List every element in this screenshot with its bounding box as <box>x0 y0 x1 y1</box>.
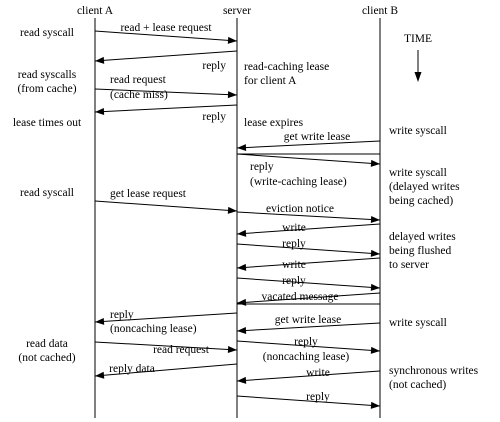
message-arrowhead-8 <box>370 216 380 223</box>
note-read-caching-lease: read-caching lease <box>244 61 329 73</box>
message-label-9: write <box>282 222 306 234</box>
event-a-read-syscalls: read syscalls <box>18 69 77 81</box>
message-arrowhead-16 <box>227 345 237 353</box>
message-arrowhead-7 <box>227 206 237 214</box>
event-b-delayed-writes: (delayed writes <box>389 181 460 193</box>
message-arrowhead-5 <box>237 144 247 152</box>
message-label-7: get lease request <box>110 188 187 200</box>
message-arrow-9 <box>236 223 381 235</box>
message-arrow-18 <box>94 363 238 377</box>
participant-server: server <box>223 5 251 17</box>
event-a-read-data: read data <box>26 338 68 350</box>
event-a-from-cache: (from cache) <box>17 83 76 95</box>
message-arrow-3 <box>94 88 238 96</box>
message-arrowhead-20 <box>370 401 380 409</box>
message-arrow-12 <box>236 277 381 289</box>
message-arrowhead-18 <box>95 371 105 379</box>
message-label-8: eviction notice <box>266 203 334 215</box>
message-arrowhead-14 <box>95 317 105 325</box>
message-arrowhead-9 <box>237 229 247 237</box>
message-label-12: reply <box>282 275 306 287</box>
message-arrow-7 <box>94 200 238 212</box>
participant-client-b: client B <box>362 5 398 17</box>
message-arrow-8 <box>236 211 381 221</box>
message-arrow-14 <box>94 312 238 323</box>
time-arrow-head <box>414 72 422 82</box>
message-arrowhead-11 <box>237 263 247 271</box>
message-arrowhead-2 <box>95 56 105 64</box>
message-arrowhead-4 <box>95 108 105 116</box>
message-arrowhead-12 <box>370 283 380 291</box>
event-a-read-syscall-2: read syscall <box>20 187 74 199</box>
participant-client-a: client A <box>77 5 114 17</box>
message-arrow-13 <box>236 292 381 304</box>
message-label-17-line-2: (noncaching lease) <box>263 351 350 363</box>
message-label-6-line-2: (write-caching lease) <box>250 176 347 188</box>
message-arrow-15 <box>236 322 381 332</box>
event-b-write-syscall: write syscall <box>389 125 447 137</box>
message-arrow-5 <box>236 140 381 149</box>
message-label-19: write <box>306 367 330 379</box>
message-arrow-16 <box>94 341 238 351</box>
note-for-client-a: for client A <box>244 75 297 87</box>
event-b-write-syscall-3: write syscall <box>389 317 447 329</box>
message-label-14-line-2: (noncaching lease) <box>110 323 197 335</box>
event-a-read-syscall: read syscall <box>20 27 74 39</box>
event-a-not-cached: (not cached) <box>18 352 75 364</box>
event-b-synchronous-writes: synchronous writes <box>389 365 479 377</box>
message-arrow-19 <box>236 370 381 382</box>
message-label-13: vacated message <box>262 291 339 303</box>
message-label-18: reply data <box>109 363 155 375</box>
message-label-1: read + lease request <box>120 22 212 34</box>
message-arrow-2 <box>94 50 238 62</box>
message-arrowhead-17 <box>370 346 380 354</box>
message-arrowhead-6 <box>370 159 380 167</box>
message-arrow-1 <box>94 30 238 42</box>
message-arrowhead-13 <box>237 298 247 306</box>
message-arrow-20 <box>236 395 381 407</box>
message-label-16: read request <box>153 344 210 356</box>
message-arrow-4 <box>94 104 238 113</box>
message-label-20: reply <box>306 391 330 403</box>
event-a-lease-times-out: lease times out <box>13 117 82 129</box>
event-b-not-cached: (not cached) <box>389 379 446 391</box>
message-label-14: reply <box>110 309 134 321</box>
event-b-being-cached: being cached) <box>389 195 453 207</box>
message-arrow-6 <box>236 153 381 165</box>
message-label-10: reply <box>282 238 306 250</box>
note-lease-expires: lease expires <box>244 117 304 129</box>
event-b-delayed-writes-2: delayed writes <box>389 231 456 243</box>
message-label-3-line-2: (cache miss) <box>110 89 168 101</box>
message-arrow-10 <box>236 243 381 255</box>
event-b-to-server: to server <box>389 259 429 271</box>
message-label-5: get write lease <box>284 131 350 143</box>
message-label-4: reply <box>202 111 226 123</box>
message-arrowhead-3 <box>227 91 237 99</box>
message-label-11: write <box>282 259 306 271</box>
message-arrowhead-15 <box>237 327 247 334</box>
event-b-write-syscall-2: write syscall <box>389 167 447 179</box>
message-label-6: reply <box>250 161 274 173</box>
message-arrowhead-19 <box>237 376 247 384</box>
message-arrowhead-10 <box>370 249 380 257</box>
message-arrowhead-1 <box>227 36 237 44</box>
time-label: TIME <box>404 33 432 45</box>
message-label-17: reply <box>294 336 318 348</box>
event-b-being-flushed: being flushed <box>389 245 452 257</box>
message-arrow-11 <box>236 257 381 269</box>
message-label-15: get write lease <box>275 314 341 326</box>
message-arrow-17 <box>236 340 381 352</box>
message-label-2: reply <box>202 60 226 72</box>
message-label-3: read request <box>110 74 167 86</box>
message-arrows: read + lease request reply read request (ca… <box>94 22 381 409</box>
